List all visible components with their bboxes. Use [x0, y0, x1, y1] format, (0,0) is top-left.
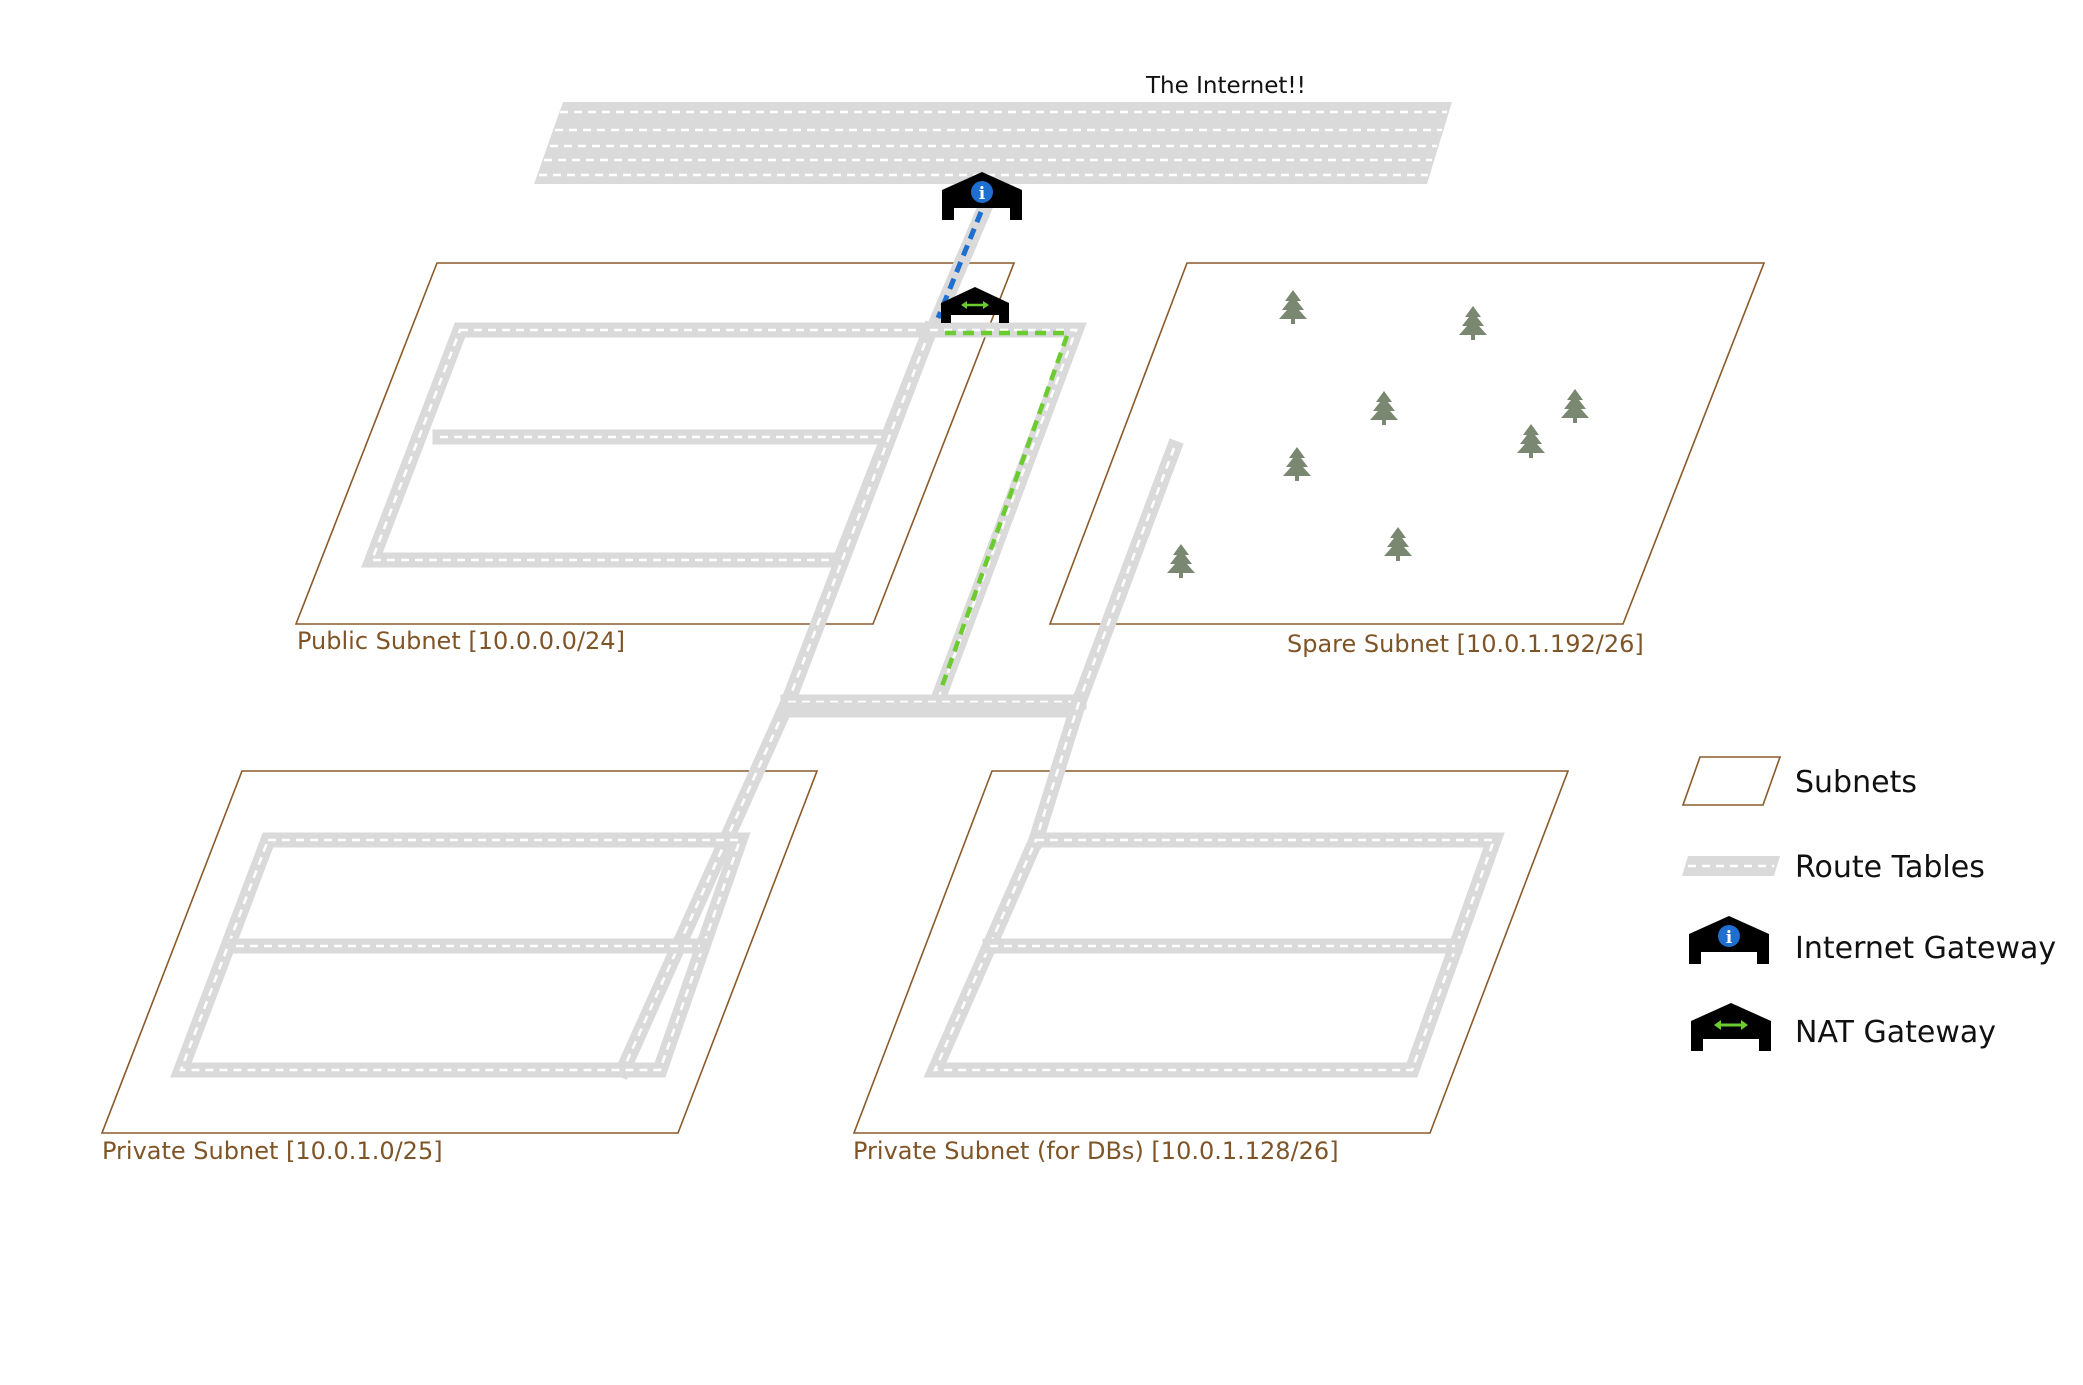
- spare-subnet[interactable]: [1048, 262, 1766, 625]
- internet-highway: The Internet!!: [534, 73, 1452, 184]
- tree-icon: [1459, 306, 1487, 340]
- private-subnet-label: Private Subnet [10.0.1.0/25]: [102, 1137, 443, 1165]
- tree-icon: [1283, 447, 1311, 481]
- legend-nat-gateway-label: NAT Gateway: [1795, 1015, 1996, 1050]
- tree-icon: [1384, 527, 1412, 561]
- tree-icon: [1517, 424, 1545, 458]
- double-arrow-icon: [961, 301, 989, 309]
- private-db-subnet[interactable]: [852, 770, 1570, 1134]
- legend-nat-gateway-icon: [1691, 1003, 1771, 1051]
- tree-icon: [1279, 290, 1307, 324]
- public-subnet-label: Public Subnet [10.0.0.0/24]: [297, 627, 625, 655]
- nat-gateway[interactable]: [941, 287, 1009, 323]
- legend-subnet-swatch: [1681, 756, 1782, 806]
- info-icon: i: [971, 181, 993, 204]
- nat-path: [937, 330, 1072, 693]
- tree-icon: [1370, 391, 1398, 425]
- legend-subnets-label: Subnets: [1795, 765, 1917, 800]
- tree-icon: [1167, 544, 1195, 578]
- private-subnet[interactable]: [100, 770, 819, 1134]
- spare-subnet-trees: [1167, 290, 1589, 578]
- svg-text:i: i: [979, 184, 986, 204]
- public-subnet[interactable]: [294, 262, 1016, 625]
- legend-internet-gateway-icon: i: [1689, 916, 1769, 964]
- legend-route-tables-label: Route Tables: [1795, 850, 1985, 885]
- internet-path: [935, 211, 984, 319]
- legend-route-swatch: [1682, 856, 1780, 876]
- internet-gateway[interactable]: i: [942, 172, 1022, 220]
- spare-subnet-label: Spare Subnet [10.0.1.192/26]: [1287, 630, 1644, 658]
- tree-icon: [1561, 389, 1589, 423]
- legend-internet-gateway-label: Internet Gateway: [1795, 931, 2056, 966]
- internet-label: The Internet!!: [1145, 73, 1306, 99]
- svg-text:i: i: [1726, 928, 1733, 948]
- legend: Subnets Route Tables i Internet Gateway …: [1681, 756, 2056, 1051]
- private-db-subnet-label: Private Subnet (for DBs) [10.0.1.128/26]: [853, 1137, 1339, 1165]
